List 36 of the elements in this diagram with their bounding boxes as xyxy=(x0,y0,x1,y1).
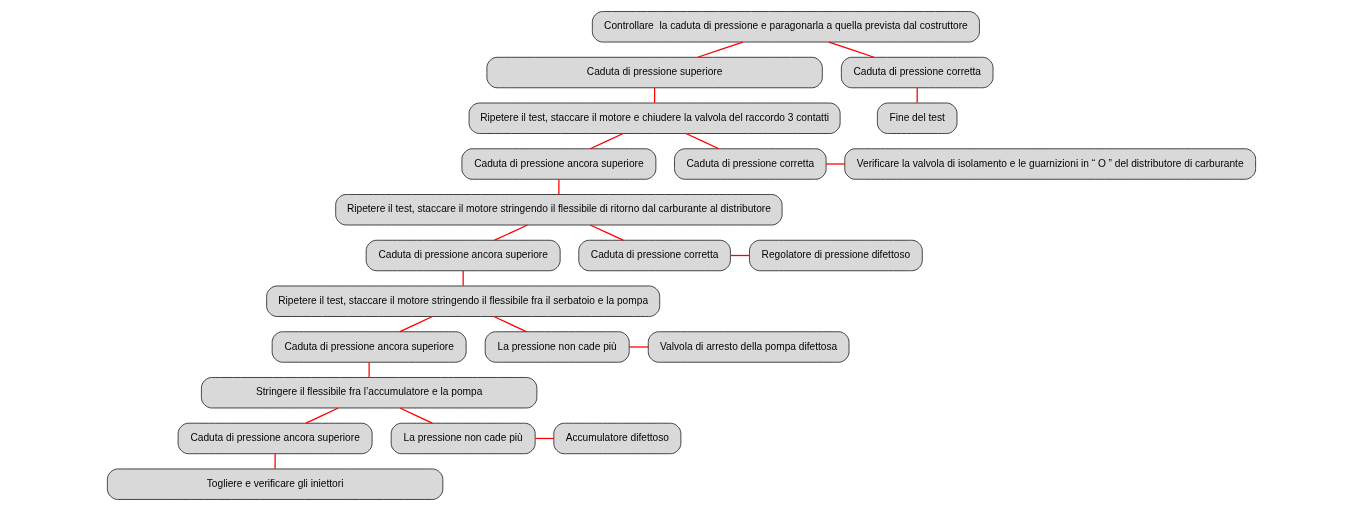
connector xyxy=(493,224,528,241)
connector xyxy=(589,132,624,150)
node-box: Verificare la valvola di isolamento e le guarnizioni in “ O ” del distributore di carburante xyxy=(843,148,1256,180)
node-box: Ripetere il test, staccare il motore stringendo il flessibile di ritorno dal carburante al distributore xyxy=(334,194,782,226)
node-box: La pressione non cade più xyxy=(390,422,536,455)
node-box: Caduta di pressione superiore xyxy=(485,56,823,89)
node-box: Caduta di pressione corretta xyxy=(577,239,731,272)
node-box: Regolatore di pressione difettoso xyxy=(748,239,923,272)
connector xyxy=(534,437,554,440)
node-box: Caduta di pressione ancora superiore xyxy=(365,239,561,272)
node-box: Caduta di pressione corretta xyxy=(673,148,827,180)
node-box: Accumulatore difettoso xyxy=(552,422,681,455)
node-box: La pressione non cade più xyxy=(484,331,630,363)
node-box: Caduta di pressione ancora superiore xyxy=(271,331,467,363)
connector xyxy=(628,346,649,348)
connector xyxy=(684,132,720,150)
connector xyxy=(304,407,339,424)
connector xyxy=(398,407,433,424)
node-box: Valvola di arresto della pompa difettosa xyxy=(647,331,849,363)
connector xyxy=(825,163,845,165)
connector xyxy=(557,178,559,195)
connector xyxy=(398,315,433,333)
connector xyxy=(273,453,276,470)
node-box: Controllare la caduta di pressione e paragonarla a quella prevista dal costruttore xyxy=(591,11,980,43)
connector xyxy=(368,361,370,378)
node-box: Togliere e verificare gli iniettori xyxy=(106,468,443,500)
connector xyxy=(589,224,624,241)
node-box: Stringere il flessibile fra l’accumulatore e la pompa xyxy=(200,377,537,409)
node-box: Caduta di pressione corretta xyxy=(840,56,993,89)
node-box: Ripetere il test, staccare il motore stringendo il flessibile fra il serbatoio e la pompa xyxy=(265,285,660,317)
node-box: Fine del test xyxy=(876,102,957,134)
node-box: Ripetere il test, staccare il motore e chiudere la valvola del raccordo 3 contatti xyxy=(468,102,841,134)
connector xyxy=(729,254,750,257)
node-box: Caduta di pressione ancora superiore xyxy=(460,148,656,180)
connector xyxy=(492,315,527,333)
node-box: Caduta di pressione ancora superiore xyxy=(177,422,373,455)
